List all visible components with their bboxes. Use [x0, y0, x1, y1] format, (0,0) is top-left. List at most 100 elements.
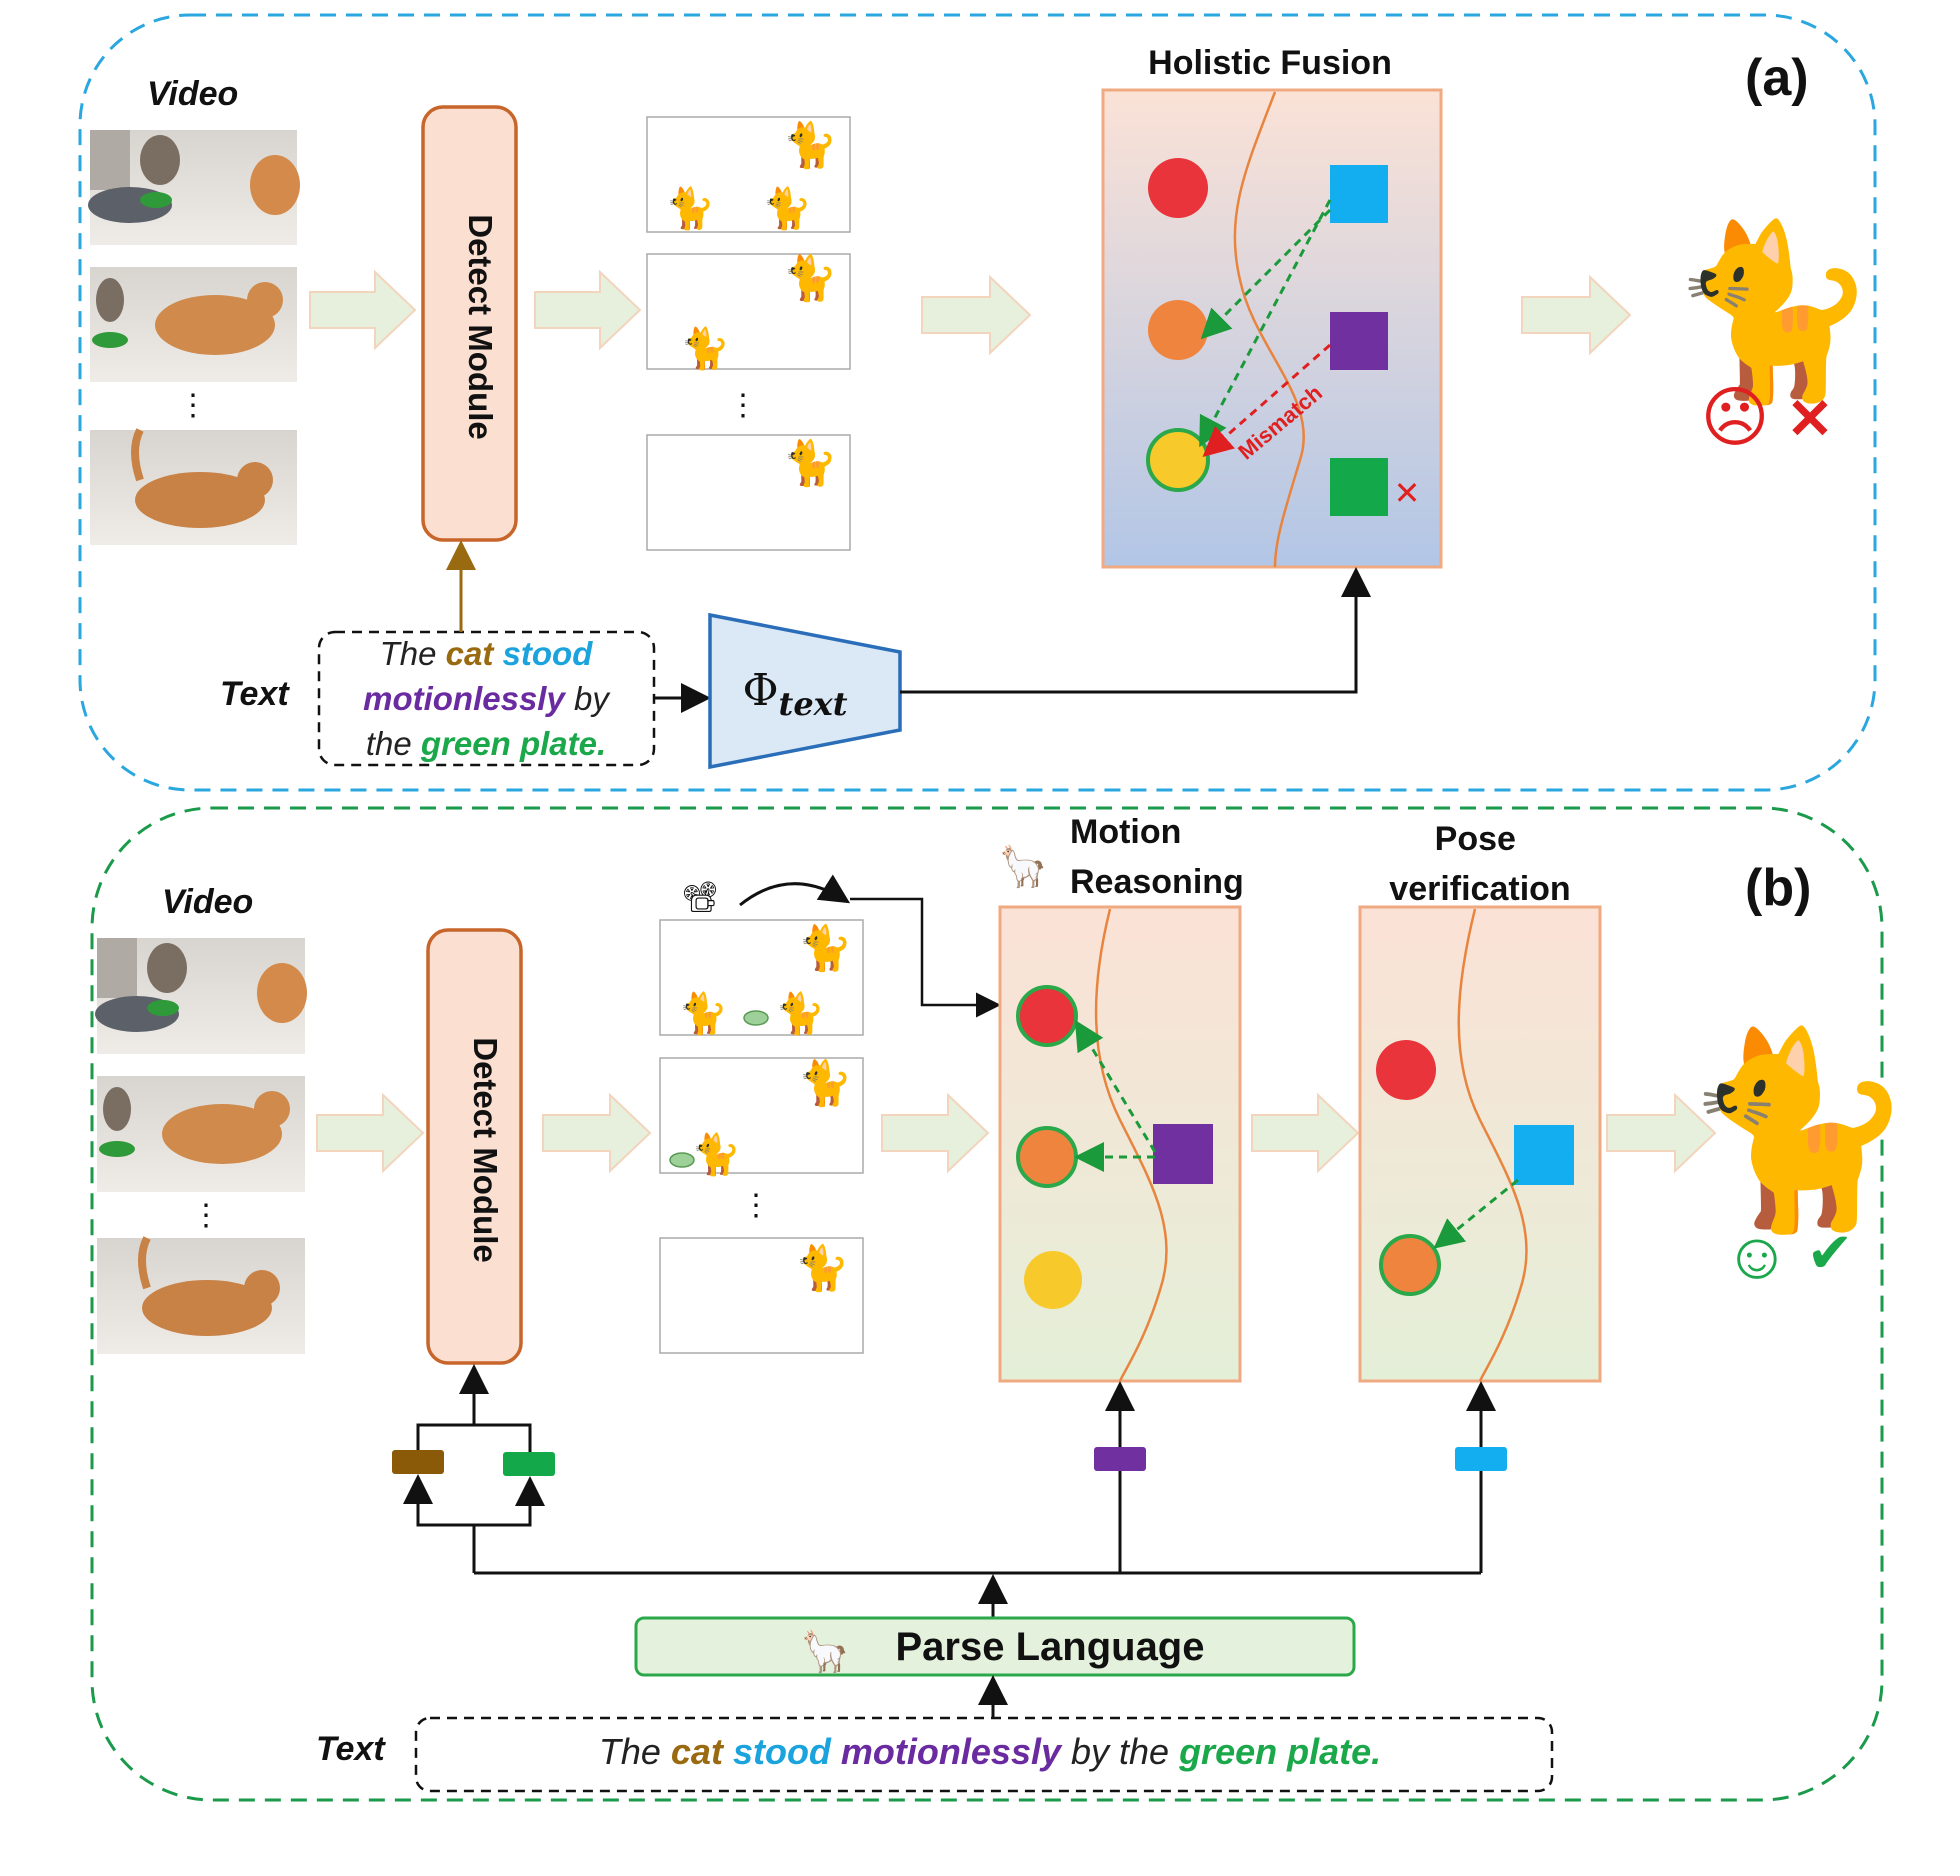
fusion-boundary	[1233, 91, 1306, 568]
flow-arrow	[1251, 1092, 1360, 1174]
yellow-entity	[1024, 1251, 1082, 1309]
detection-frame	[646, 434, 851, 551]
query-sentence-line2: motionlessly by	[363, 680, 611, 717]
query-text-box	[317, 630, 656, 767]
detection-frame	[646, 116, 851, 233]
pose-title-line2: verification	[1389, 870, 1570, 908]
word: by	[565, 680, 612, 717]
reasoning-boundary	[1094, 908, 1168, 1382]
panel-b-video-label: Video	[162, 883, 253, 921]
orange-entity	[1379, 1234, 1441, 1296]
camera-motion-arc	[739, 874, 851, 907]
panel-a-border	[78, 13, 1877, 792]
token-connector	[416, 1423, 532, 1452]
red-entity	[1148, 158, 1208, 218]
yellow-entity	[1146, 428, 1210, 492]
token-connector	[403, 1474, 476, 1573]
red-entity	[1016, 985, 1078, 1047]
match-arrow	[1199, 199, 1332, 448]
encoder-subscript: text	[779, 685, 848, 723]
pose-verification-title: Pose verification	[1389, 820, 1570, 908]
cat-sticker-red: 🐈	[678, 990, 728, 1036]
panel-b-text-label: Text	[316, 1730, 386, 1768]
detect-module-box	[426, 928, 523, 1365]
panel-b-label: (b)	[1745, 859, 1811, 917]
token-green-plate	[503, 1452, 555, 1476]
encoder-to-fusion-arrow	[900, 567, 1371, 694]
token-cat	[392, 1450, 444, 1474]
flow-arrow	[1606, 1092, 1717, 1174]
frame-ellipsis: ⋮	[191, 1199, 221, 1232]
llm-icon: 🦙	[998, 843, 1048, 889]
cat-sticker-orange: 🐈	[762, 185, 812, 231]
llm-icon: 🦙	[800, 1628, 850, 1674]
detection-frame	[646, 253, 851, 370]
video-frame	[88, 130, 300, 245]
word: cat	[446, 635, 496, 672]
panel-a-text-label: Text	[220, 675, 290, 713]
red-entity	[1376, 1040, 1436, 1100]
cat-sticker-yellow: 🐈	[798, 923, 853, 973]
blue-query	[1514, 1125, 1574, 1185]
word: green plate.	[1178, 1731, 1381, 1772]
purple-query	[1153, 1124, 1213, 1184]
word: The	[599, 1731, 671, 1772]
parse-language-label: Parse Language	[895, 1625, 1204, 1669]
flow-arrow	[316, 1092, 425, 1174]
word: stood	[723, 1731, 832, 1772]
encoder-label: Φtext	[742, 665, 847, 723]
result-cat-yellow: 🐈	[1667, 215, 1879, 408]
cross-mark-icon: ✕	[1787, 387, 1834, 450]
word: motionlessly	[831, 1731, 1063, 1772]
flow-arrow	[542, 1092, 652, 1174]
word: motionlessly	[363, 680, 566, 717]
detection-frame	[659, 1237, 864, 1354]
cat-sticker-yellow: 🐈	[798, 1058, 853, 1108]
cat-sticker-orange: 🐈	[775, 990, 825, 1036]
motion-reasoning-title: Motion Reasoning	[1070, 813, 1244, 901]
video-frame	[97, 1076, 305, 1192]
word: the	[366, 725, 421, 762]
query-sentence-line3: the green plate.	[366, 725, 606, 762]
detect-module-label: Detect Module	[462, 214, 499, 440]
flow-arrow	[309, 269, 417, 351]
match-arrow	[1200, 208, 1332, 340]
cat-sticker-orange: 🐈	[691, 1131, 741, 1177]
word: stood	[493, 635, 593, 672]
match-arrow	[1433, 1178, 1519, 1249]
panel-a-video-label: Video	[147, 75, 238, 113]
text-encoder	[708, 612, 902, 770]
token-stood	[1455, 1447, 1507, 1471]
camera-icon: 📽	[681, 881, 719, 914]
word: by the	[1061, 1731, 1179, 1772]
flow-arrow	[1521, 274, 1632, 356]
camera-to-reasoning-arrow	[850, 897, 1001, 1018]
flow-arrow	[534, 269, 642, 351]
orange-entity	[1148, 300, 1208, 360]
match-arrow	[1074, 1019, 1157, 1153]
frame-ellipsis: ⋮	[178, 389, 208, 422]
check-mark-icon: ✔	[1807, 1221, 1854, 1284]
cat-sticker-yellow: 🐈	[783, 120, 838, 170]
word: green plate.	[420, 725, 606, 762]
pose-title-line1: Pose	[1435, 820, 1516, 858]
query-sentence: The cat stood motionlessly by the green …	[599, 1731, 1381, 1772]
green-query	[1330, 458, 1388, 516]
cat-sticker-red: 🐈	[665, 185, 715, 231]
cat-sticker-yellow: 🐈	[783, 438, 838, 488]
flow-arrow	[881, 1092, 990, 1174]
query-text-box	[414, 1716, 1554, 1793]
detection-frame	[659, 1057, 864, 1174]
word: cat	[671, 1731, 725, 1772]
video-frame	[95, 938, 307, 1054]
frame-ellipsis: ⋮	[728, 389, 758, 422]
motion-title-line2: Reasoning	[1070, 863, 1244, 901]
blue-query	[1330, 165, 1388, 223]
cat-sticker-yellow: 🐈	[783, 253, 838, 303]
detect-module-label: Detect Module	[467, 1037, 504, 1263]
cat-sticker-yellow: 🐈	[795, 1243, 850, 1293]
green-plate-sticker	[669, 1152, 695, 1168]
happy-face-icon: ☺	[1723, 1218, 1790, 1292]
cat-sticker-orange: 🐈	[680, 325, 730, 371]
